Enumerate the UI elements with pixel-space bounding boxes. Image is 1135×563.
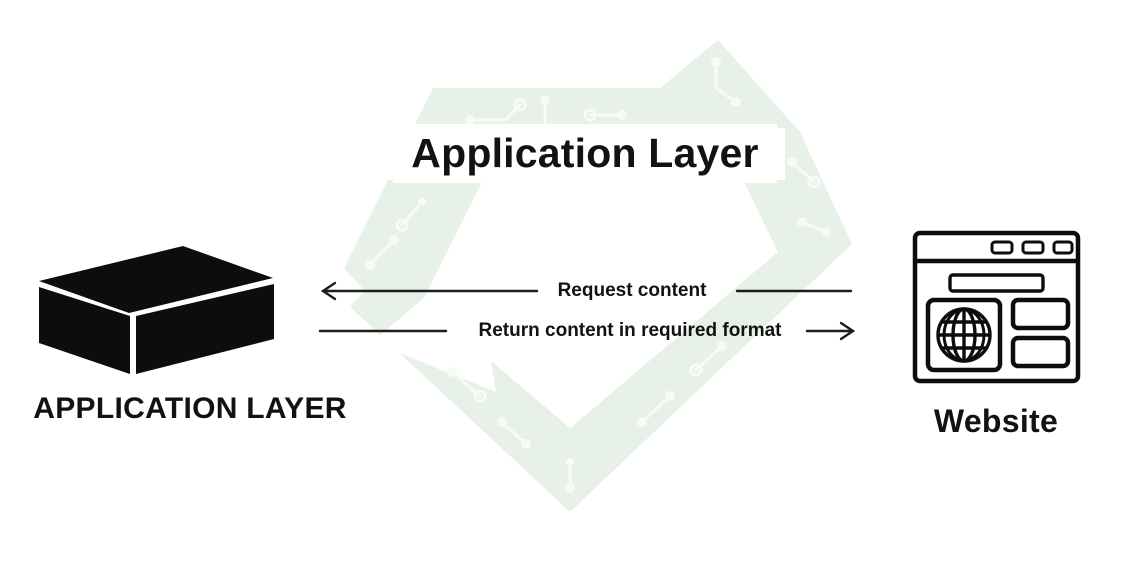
titlebar-buttons [990, 240, 1074, 255]
return-arrow [318, 321, 856, 341]
box-top-face [39, 246, 273, 313]
layer-box-icon [39, 246, 274, 374]
diagram-title: Application Layer [393, 124, 777, 183]
request-arrow-label: Request content [557, 280, 707, 301]
globe-icon [936, 307, 992, 363]
title-row: Application Layer [35, 124, 1135, 183]
browser-frame [912, 230, 1081, 384]
titlebar-button-icon [1021, 240, 1045, 255]
return-arrow-label: Return content in required format [478, 320, 782, 341]
box-left-face [39, 287, 130, 374]
address-bar [948, 273, 1045, 293]
request-arrow [320, 281, 853, 301]
arrow-right-head-icon [839, 321, 856, 341]
titlebar-button-icon [990, 240, 1014, 255]
content-block [1010, 297, 1071, 331]
content-block [1010, 335, 1071, 369]
box-right-face [136, 284, 274, 374]
titlebar-button-icon [1052, 240, 1074, 255]
globe-panel [925, 297, 1003, 373]
website-label: Website [933, 403, 1059, 439]
application-layer-label: APPLICATION LAYER [33, 392, 347, 425]
browser-window-icon [912, 230, 1081, 384]
